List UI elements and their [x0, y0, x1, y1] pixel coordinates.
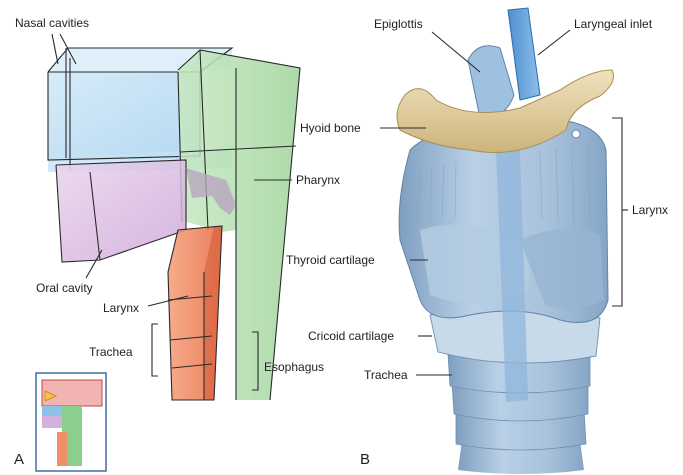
label-trachea-a: Trachea — [89, 345, 133, 359]
label-epiglottis: Epiglottis — [374, 17, 423, 31]
panel-a-diagram — [48, 34, 300, 400]
panel-b-letter: B — [360, 451, 370, 468]
label-laryngeal-inlet: Laryngeal inlet — [574, 17, 653, 31]
label-hyoid-bone: Hyoid bone — [300, 121, 361, 135]
label-oral-cavity: Oral cavity — [36, 281, 93, 295]
laryngeal-inlet — [508, 8, 540, 100]
larynx-trachea-region — [168, 226, 222, 400]
label-thyroid-cartilage: Thyroid cartilage — [286, 253, 375, 267]
epiglottis — [468, 46, 514, 118]
label-larynx-b: Larynx — [632, 203, 668, 217]
label-pharynx: Pharynx — [296, 173, 340, 187]
label-esophagus: Esophagus — [264, 360, 324, 374]
label-trachea-b: Trachea — [364, 368, 408, 382]
orientation-inset — [36, 373, 106, 471]
label-larynx-a: Larynx — [103, 301, 139, 315]
label-nasal-cavities: Nasal cavities — [15, 16, 89, 30]
panel-a-letter: A — [14, 451, 24, 468]
label-cricoid-cartilage: Cricoid cartilage — [308, 329, 394, 343]
panel-b-larynx-illustration — [397, 8, 614, 474]
